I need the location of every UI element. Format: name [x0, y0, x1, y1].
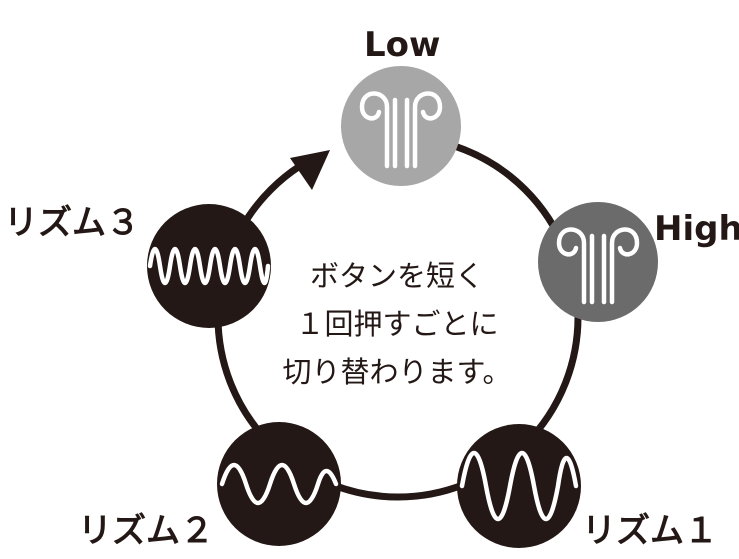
mode-rhythm3-node	[147, 204, 271, 328]
cycle-arrow-icon	[290, 150, 330, 190]
instruction-line-2: １回押すごとに	[295, 307, 499, 341]
mode-low-label: Low	[364, 25, 441, 65]
mode-rhythm2-circle	[217, 422, 341, 546]
instruction-line-1: ボタンを短く	[309, 259, 484, 293]
mode-high-label: High	[654, 209, 739, 249]
airflow-icon	[556, 227, 640, 305]
mode-low-node	[341, 66, 461, 186]
instruction-line-3: 切り替わります。	[282, 355, 512, 389]
wave-icon	[219, 462, 339, 506]
mode-high-circle	[538, 202, 658, 322]
instruction-text: ボタンを短く １回押すごとに 切り替わります。	[262, 252, 532, 396]
wave-icon	[459, 450, 579, 522]
mode-rhythm3-label: リズム３	[4, 203, 140, 243]
airflow-icon	[359, 91, 443, 169]
mode-rhythm2-label: リズム２	[78, 511, 214, 551]
mode-rhythm2-node	[217, 422, 341, 546]
mode-rhythm1-node	[457, 424, 581, 548]
wave-icon	[147, 246, 271, 286]
mode-rhythm1-label: リズム１	[582, 511, 718, 551]
mode-low-circle	[341, 66, 461, 186]
mode-high-node	[538, 202, 658, 322]
mode-rhythm1-circle	[457, 424, 581, 548]
